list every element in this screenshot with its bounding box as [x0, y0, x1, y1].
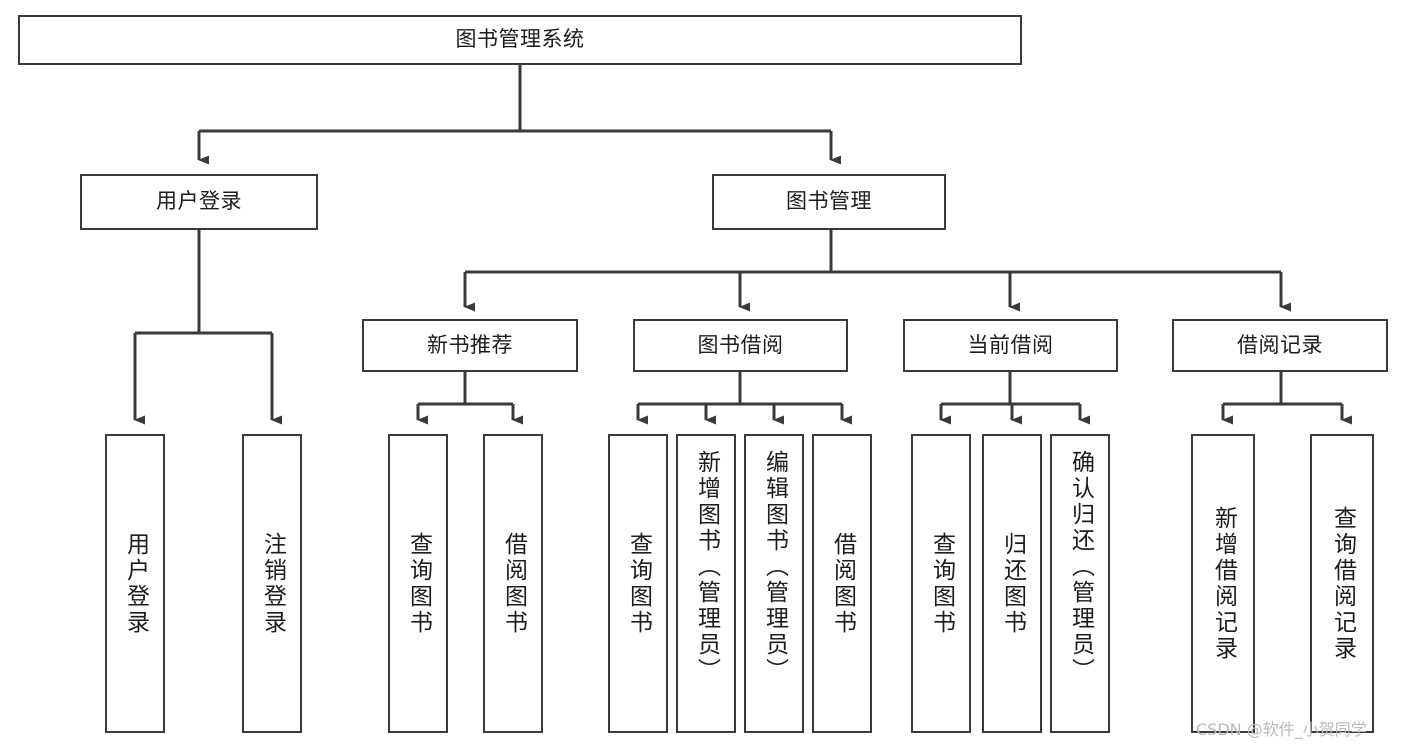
node-book-borrow[interactable]: 图书借阅 — [633, 319, 848, 372]
node-user-login-label: 用户登录 — [156, 189, 242, 214]
node-current-borrow-label: 当前借阅 — [967, 332, 1054, 357]
node-borrow-records-label: 借阅记录 — [1237, 332, 1323, 357]
leaf-query-borrow-record[interactable]: 查询借阅记录 — [1310, 434, 1374, 733]
leaf-return-book-label: 归还图书 — [999, 531, 1026, 636]
leaf-logout[interactable]: 注销登录 — [242, 434, 302, 733]
node-book-borrow-label: 图书借阅 — [697, 332, 784, 357]
node-root-label: 图书管理系统 — [455, 27, 585, 52]
leaf-query-book-3[interactable]: 查询图书 — [911, 434, 971, 733]
leaf-borrow-book-1[interactable]: 借阅图书 — [483, 434, 543, 733]
leaf-add-borrow-record-label: 新增借阅记录 — [1210, 505, 1237, 662]
leaf-query-book-2[interactable]: 查询图书 — [608, 434, 668, 733]
node-user-login[interactable]: 用户登录 — [80, 174, 318, 230]
leaf-query-borrow-record-label: 查询借阅记录 — [1329, 505, 1356, 662]
node-new-book-recommend-label: 新书推荐 — [427, 332, 513, 357]
node-book-management-label: 图书管理 — [786, 189, 872, 214]
node-root[interactable]: 图书管理系统 — [18, 15, 1022, 65]
leaf-return-book[interactable]: 归还图书 — [982, 434, 1042, 733]
leaf-user-login-label: 用户登录 — [122, 531, 149, 636]
leaf-edit-book-admin[interactable]: 编辑图书（管理员） — [744, 434, 804, 733]
leaf-borrow-book-2[interactable]: 借阅图书 — [812, 434, 872, 733]
node-current-borrow[interactable]: 当前借阅 — [903, 319, 1118, 372]
leaf-borrow-book-1-label: 借阅图书 — [500, 531, 527, 636]
leaf-query-book-2-label: 查询图书 — [625, 531, 652, 636]
leaf-borrow-book-2-label: 借阅图书 — [829, 531, 856, 636]
csdn-watermark: CSDN @软件_小贺同学 — [1196, 720, 1367, 739]
leaf-add-book-admin[interactable]: 新增图书（管理员） — [676, 434, 736, 733]
node-book-management[interactable]: 图书管理 — [712, 174, 946, 230]
leaf-query-book-1[interactable]: 查询图书 — [388, 434, 448, 733]
leaf-confirm-return-admin[interactable]: 确认归还（管理员） — [1050, 434, 1110, 733]
leaf-query-book-3-label: 查询图书 — [928, 531, 955, 636]
leaf-add-borrow-record[interactable]: 新增借阅记录 — [1191, 434, 1255, 733]
leaf-add-book-admin-label: 新增图书（管理员） — [693, 450, 720, 684]
leaf-user-login[interactable]: 用户登录 — [105, 434, 165, 733]
leaf-confirm-return-admin-label: 确认归还（管理员） — [1067, 450, 1094, 684]
leaf-logout-label: 注销登录 — [259, 531, 286, 636]
leaf-edit-book-admin-label: 编辑图书（管理员） — [761, 450, 788, 684]
node-new-book-recommend[interactable]: 新书推荐 — [362, 319, 578, 372]
leaf-query-book-1-label: 查询图书 — [405, 531, 432, 636]
node-borrow-records[interactable]: 借阅记录 — [1172, 319, 1388, 372]
